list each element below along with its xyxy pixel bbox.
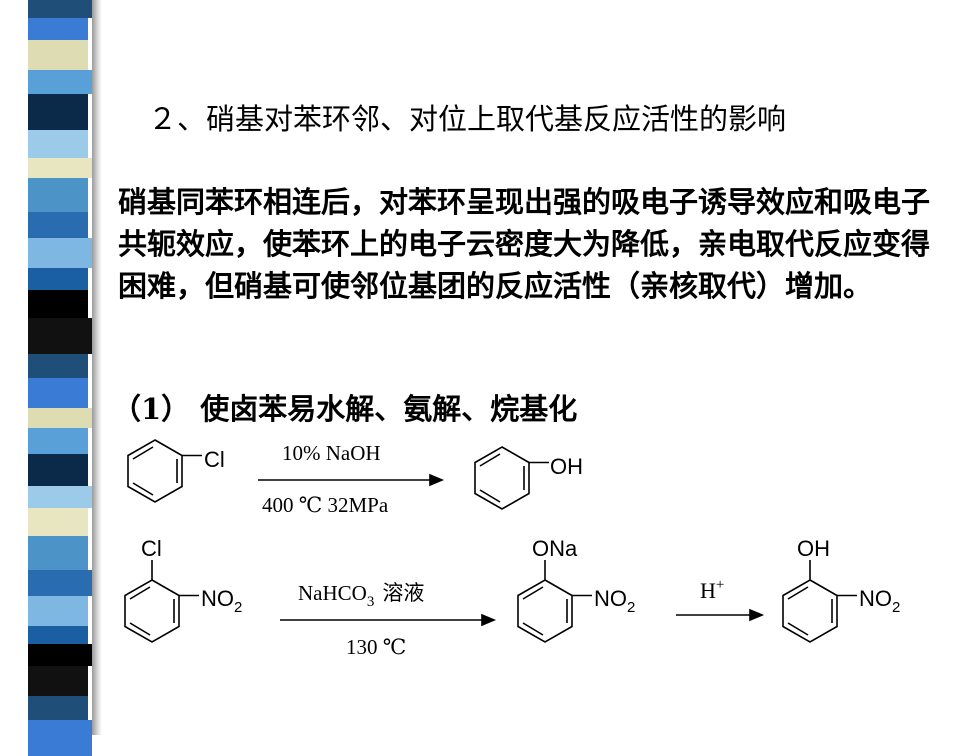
stripe-segment [28, 0, 92, 18]
stripe-segment [28, 18, 88, 40]
stripe-segment [28, 570, 92, 596]
stripe-segment [28, 696, 88, 720]
stripe-segment [28, 178, 88, 212]
stripe-segment [28, 238, 92, 268]
benzene-ring-phenol [474, 446, 549, 510]
stripe-segment [28, 644, 92, 666]
stripe-segment [28, 130, 88, 158]
benzene-ring-chlorobenzene [127, 439, 202, 503]
stripe-segment [28, 486, 92, 508]
intermediate-nitro-label: NO2 [594, 586, 635, 616]
stripe-segment [28, 94, 88, 130]
stripe-segment [28, 212, 88, 238]
stripe-segment [28, 40, 88, 70]
reactant-cl-label: Cl [141, 536, 162, 561]
stripe-bar-shadow [92, 0, 102, 735]
intermediate-ona-label: ONa [532, 536, 578, 561]
reaction-scheme: Cl 10% NaOH 400 ℃ 32MPa OH Cl NO2 NaHCO3… [124, 439, 900, 659]
benzene-ring-nitrophenol [782, 560, 857, 643]
stripe-segment [28, 454, 88, 486]
reaction2-conditions: 130 ℃ [346, 635, 406, 659]
stripe-segment [28, 536, 88, 570]
stripe-segment [28, 508, 88, 536]
stripe-segment [28, 70, 92, 94]
chlorobenzene-cl-label: Cl [204, 447, 225, 472]
stripe-segment [28, 626, 88, 644]
stripe-segment [28, 378, 88, 408]
stripe-segment [28, 158, 92, 178]
slide-subheading: （1） 使卤苯易水解、氨解、烷基化 [112, 392, 578, 426]
stripe-segment [28, 596, 88, 626]
stripe-segment [28, 428, 88, 454]
stripe-segment [28, 290, 88, 318]
product-nitro-label: NO2 [859, 586, 900, 616]
stripe-segment [28, 318, 92, 354]
reaction-arrow-2 [280, 613, 497, 627]
stripe-segment [28, 666, 88, 696]
slide-heading: ２、硝基对苯环邻、对位上取代基反应活性的影响 [148, 102, 787, 136]
phenol-oh-label: OH [550, 454, 583, 479]
reaction1-reagent: 10% NaOH [282, 441, 381, 465]
product-oh-label: OH [797, 536, 830, 561]
stripe-segment [28, 354, 88, 378]
stripe-segment [28, 268, 88, 290]
reactant-nitro-label: NO2 [201, 586, 242, 616]
slide-paragraph: 硝基同苯环相连后，对苯环呈现出强的吸电子诱导效应和吸电子共轭效应，使苯环上的电子… [118, 185, 931, 303]
benzene-ring-sodium-nitrophenoxide [517, 560, 592, 643]
decorative-stripe-bar [28, 0, 92, 756]
reaction-arrow-1 [258, 473, 445, 487]
reaction-arrow-3 [676, 608, 765, 622]
reaction1-conditions: 400 ℃ 32MPa [262, 493, 389, 517]
stripe-segment [28, 408, 92, 428]
benzene-ring-chloronitrobenzene [124, 560, 199, 643]
acid-h-plus-label: H+ [700, 577, 724, 603]
